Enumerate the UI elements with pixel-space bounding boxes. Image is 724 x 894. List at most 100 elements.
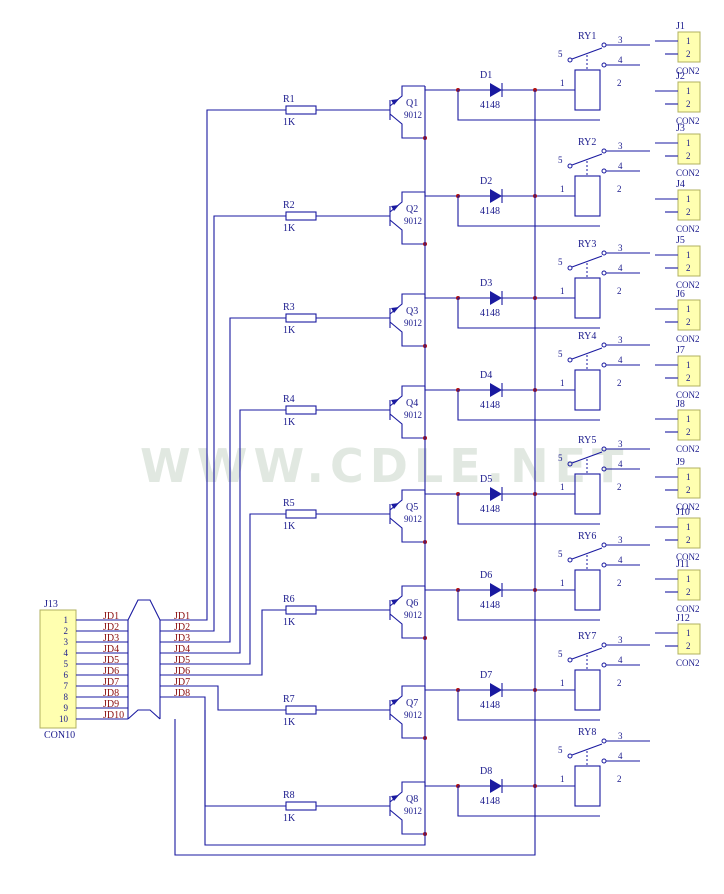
resistor-value: 1K xyxy=(283,223,296,234)
collector-wire xyxy=(401,828,425,835)
drive-wire xyxy=(160,513,286,665)
output-pin-number: 1 xyxy=(686,628,691,638)
output-connector-type: CON2 xyxy=(676,116,700,126)
contact-pin-label: 5 xyxy=(558,49,563,59)
transistor-ref: Q3 xyxy=(406,306,418,317)
output-pin-number: 1 xyxy=(686,414,691,424)
contact-pin-label: 4 xyxy=(618,555,623,565)
resistor-4 xyxy=(285,405,317,415)
coil-wire-bottom xyxy=(457,786,600,817)
coil-pin-label: 2 xyxy=(617,578,622,588)
output-connector-ref: J4 xyxy=(676,179,685,190)
transistor-type: 9012 xyxy=(404,216,422,226)
transistor-ref: Q4 xyxy=(406,398,418,409)
transistor-ref: Q8 xyxy=(406,794,418,805)
contact-common xyxy=(567,461,573,467)
output-connector-type: CON2 xyxy=(676,390,700,400)
transistor-ref: Q7 xyxy=(406,698,418,709)
diode-ref: D6 xyxy=(480,570,492,581)
header-pin-number: 6 xyxy=(64,670,69,680)
transistor-emitter xyxy=(389,690,403,707)
bus-net-label: JD2 xyxy=(103,622,119,633)
header-pin-number: 10 xyxy=(59,714,69,724)
transistor-ref: Q2 xyxy=(406,204,418,215)
contact-pin-label: 5 xyxy=(558,745,563,755)
output-pin-number: 1 xyxy=(686,472,691,482)
resistor-2 xyxy=(285,211,317,221)
contact-no xyxy=(601,662,607,668)
bus-net-label: JD3 xyxy=(103,633,119,644)
transistor-emitter xyxy=(389,90,403,107)
transistor-collector xyxy=(389,413,403,432)
contact-arm xyxy=(571,347,603,360)
diode-2 xyxy=(490,189,502,203)
coil-pin-label: 2 xyxy=(617,482,622,492)
contact-common xyxy=(567,357,573,363)
header-pin-number: 7 xyxy=(64,681,69,691)
emitter-wire xyxy=(401,191,425,196)
relay-ref: RY8 xyxy=(578,727,596,738)
output-connector-6 xyxy=(677,299,701,331)
diode-5 xyxy=(490,487,502,501)
output-pin-number: 1 xyxy=(686,36,691,46)
diode-type: 4148 xyxy=(480,700,500,711)
contact-nc xyxy=(601,148,607,154)
contact-nc xyxy=(601,42,607,48)
rail-gnd xyxy=(174,90,536,856)
contact-nc xyxy=(601,642,607,648)
output-connector-type: CON2 xyxy=(676,168,700,178)
output-connector-ref: J1 xyxy=(676,21,685,32)
contact-arm xyxy=(571,547,603,560)
relay-ref: RY1 xyxy=(578,31,596,42)
contact-common xyxy=(567,557,573,563)
output-connector-8 xyxy=(677,409,701,441)
output-connector-10 xyxy=(677,517,701,549)
emitter-wire xyxy=(401,685,425,690)
contact-no xyxy=(601,362,607,368)
bus-net-label: JD1 xyxy=(103,611,119,622)
contact-pin-label: 4 xyxy=(618,263,623,273)
transistor-collector xyxy=(389,713,403,732)
collector-wire xyxy=(401,536,425,543)
contact-common xyxy=(567,163,573,169)
relay-coil-6 xyxy=(574,569,601,611)
relay-coil-4 xyxy=(574,369,601,411)
diode-type: 4148 xyxy=(480,100,500,111)
output-connector-9 xyxy=(677,467,701,499)
emitter-wire xyxy=(401,781,425,786)
coil-pin-label: 1 xyxy=(560,578,565,588)
bus-net-label: JD10 xyxy=(103,710,124,721)
contact-pin-label: 5 xyxy=(558,453,563,463)
resistor-8 xyxy=(285,801,317,811)
contact-no xyxy=(601,168,607,174)
diode-type: 4148 xyxy=(480,600,500,611)
diode-type: 4148 xyxy=(480,206,500,217)
diode-4 xyxy=(490,383,502,397)
output-pin-number: 2 xyxy=(686,151,691,161)
transistor-arrow xyxy=(391,503,399,509)
contact-arm xyxy=(571,743,603,756)
output-pin-number: 2 xyxy=(686,641,691,651)
relay-coil-8 xyxy=(574,765,601,807)
transistor-emitter xyxy=(389,786,403,803)
transistor-emitter xyxy=(389,196,403,213)
coil-pin-label: 2 xyxy=(617,78,622,88)
header-body xyxy=(39,609,77,729)
relay-coil-1 xyxy=(574,69,601,111)
output-pin-number: 2 xyxy=(686,485,691,495)
contact-nc xyxy=(601,542,607,548)
output-connector-ref: J5 xyxy=(676,235,685,246)
emitter-wire xyxy=(401,85,425,90)
contact-pin-label: 3 xyxy=(618,141,623,151)
contact-pin-label: 3 xyxy=(618,731,623,741)
diode-6 xyxy=(490,583,502,597)
relay-ref: RY2 xyxy=(578,137,596,148)
output-connector-ref: J7 xyxy=(676,345,685,356)
contact-pin-label: 4 xyxy=(618,751,623,761)
contact-nc xyxy=(601,738,607,744)
drive-wire xyxy=(160,317,286,643)
contact-common xyxy=(567,753,573,759)
resistor-value: 1K xyxy=(283,417,296,428)
bus-net-label: JD8 xyxy=(174,688,190,699)
contact-common xyxy=(567,657,573,663)
